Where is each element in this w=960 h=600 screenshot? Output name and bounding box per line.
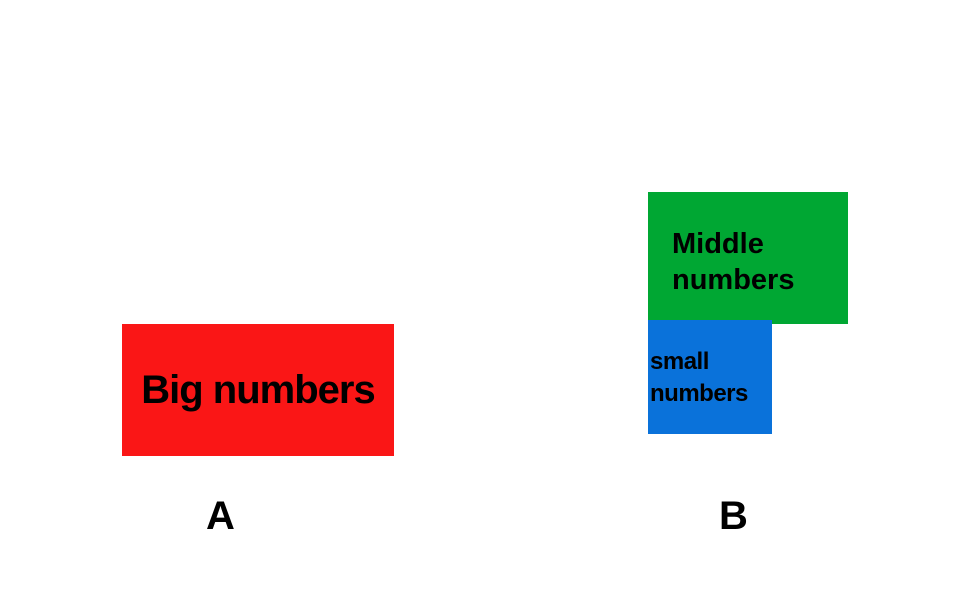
big-numbers-label: Big numbers: [141, 368, 375, 412]
middle-numbers-label-line2: numbers: [672, 264, 795, 296]
group-label-b: B: [719, 494, 748, 538]
middle-numbers-box: Middle numbers: [648, 192, 848, 324]
small-numbers-box: small numbers: [648, 320, 772, 434]
small-numbers-label-line1: small: [650, 348, 709, 375]
middle-numbers-label-line1: Middle: [672, 228, 764, 260]
small-numbers-label-line2: numbers: [650, 380, 748, 407]
big-numbers-box: Big numbers: [122, 324, 394, 456]
group-label-a: A: [206, 494, 235, 538]
